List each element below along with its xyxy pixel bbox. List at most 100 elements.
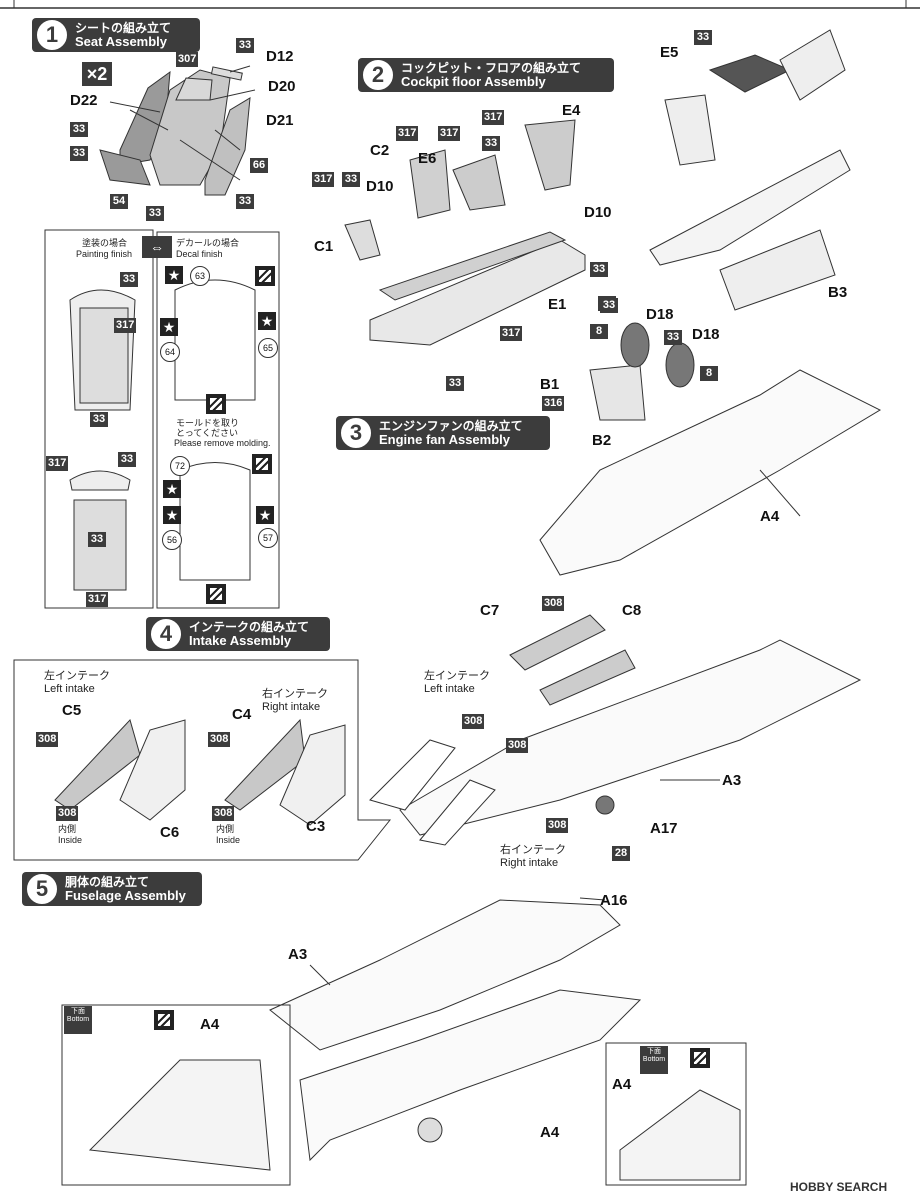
step-title-en: Cockpit floor Assembly (401, 74, 546, 89)
part-label: C3 (306, 818, 326, 835)
step-title-en: Seat Assembly (75, 34, 168, 49)
paint-code: 8 (590, 324, 608, 339)
step-number: 4 (149, 617, 183, 651)
part-label: C4 (232, 706, 252, 723)
star-decal-icon: ★ (160, 318, 178, 336)
star-decal-icon: ★ (258, 312, 276, 330)
paint-code: 33 (70, 146, 88, 161)
part-label: D21 (266, 112, 294, 129)
part-label: A4 (760, 508, 780, 525)
paint-code: 33 (88, 532, 106, 547)
right-intake-en: Right intake (262, 701, 321, 713)
step-title-en: Intake Assembly (189, 633, 292, 648)
paint-code: 308 (36, 732, 59, 747)
inside-label-jp: 内側 (58, 824, 77, 834)
paint-code: 28 (612, 846, 630, 861)
part-label: E1 (548, 296, 567, 313)
part-label: D12 (266, 48, 294, 65)
molding-note-jp: モールドを取り (176, 418, 240, 428)
step-3-header: 3 エンジンファンの組み立て Engine fan Assembly (336, 416, 550, 450)
star-decal-icon: ★ (256, 506, 274, 524)
step-title-en: Fuselage Assembly (65, 888, 186, 903)
decal-marker-icon (252, 454, 272, 474)
left-intake-jp: 左インテーク (44, 670, 110, 682)
part-label: A3 (288, 946, 308, 963)
paint-code: 33 (120, 272, 138, 287)
step-title-en: Engine fan Assembly (379, 432, 510, 447)
part-label: D10 (584, 204, 612, 221)
part-label: C6 (160, 824, 180, 841)
paint-code: 317 (438, 126, 461, 141)
paint-code: 317 (46, 456, 69, 471)
part-label: A4 (612, 1076, 632, 1093)
part-label: D10 (366, 178, 394, 195)
decal-number: 63 (190, 266, 210, 286)
step-number: 1 (35, 18, 69, 52)
paint-code: 54 (110, 194, 128, 209)
inside-label-en: Inside (216, 835, 241, 845)
part-label: B3 (828, 284, 848, 301)
painting-finish-jp: 塗装の場合 (82, 238, 128, 248)
left-intake-jp: 左インテーク (424, 670, 490, 682)
paint-code: 317 (396, 126, 419, 141)
inside-label-en: Inside (58, 835, 83, 845)
painting-finish-en: Painting finish (76, 249, 133, 259)
bottom-view-badge: 下面 Bottom (640, 1046, 668, 1074)
right-intake-jp: 右インテーク (500, 844, 566, 856)
right-intake-en: Right intake (500, 857, 559, 869)
paint-code: 317 (114, 318, 137, 333)
part-label: E6 (418, 150, 437, 167)
part-label: A16 (600, 892, 628, 909)
bottom-jp: 下面 (647, 1048, 661, 1055)
decal-finish-en: Decal finish (176, 249, 223, 259)
decal-marker-icon (206, 394, 226, 414)
decal-number: 65 (258, 338, 278, 358)
paint-code: 33 (236, 194, 254, 209)
paint-code: 33 (236, 38, 254, 53)
decal-number: 72 (170, 456, 190, 476)
paint-code: 33 (590, 262, 608, 277)
paint-code: 33 (342, 172, 360, 187)
paint-code: 33 (694, 30, 712, 45)
paint-code: 317 (500, 326, 523, 341)
paint-code: 307 (176, 52, 199, 67)
paint-code: 33 (482, 136, 500, 151)
swap-arrows-icon: ⇔ (142, 236, 172, 258)
step-title-jp: コックピット・フロアの組み立て (401, 61, 582, 75)
decal-marker-icon (206, 584, 226, 604)
paint-code: 33 (146, 206, 164, 221)
bottom-view-badge: 下面 Bottom (64, 1006, 92, 1034)
step-number: 3 (339, 416, 373, 450)
step-number: 2 (361, 58, 395, 92)
decal-marker-icon (690, 1048, 710, 1068)
paint-code: 8 (700, 366, 718, 381)
quantity-badge: ×2 (82, 62, 112, 86)
part-label: C8 (622, 602, 642, 619)
paint-code: 317 (482, 110, 505, 125)
right-intake-jp: 右インテーク (262, 688, 328, 700)
part-label: D18 (692, 326, 720, 343)
step-2-header: 2 コックピット・フロアの組み立て Cockpit floor Assembly (358, 58, 614, 92)
step-1-header: 1 シートの組み立て Seat Assembly (32, 18, 200, 52)
step-4-header: 4 インテークの組み立て Intake Assembly (146, 617, 330, 651)
star-decal-icon: ★ (163, 480, 181, 498)
decal-marker-icon (154, 1010, 174, 1030)
part-label: D22 (70, 92, 98, 109)
part-label: B2 (592, 432, 612, 449)
part-label: B1 (540, 376, 560, 393)
star-decal-icon: ★ (165, 266, 183, 284)
molding-note-en: Please remove molding. (174, 438, 271, 448)
paint-code: 308 (212, 806, 235, 821)
molding-note-jp-2: とってください (176, 428, 239, 438)
paint-code: 316 (542, 396, 565, 411)
part-label: D20 (268, 78, 296, 95)
paint-code: 308 (462, 714, 485, 729)
decal-finish-jp: デカールの場合 (176, 238, 240, 248)
paint-code: 33 (664, 330, 682, 345)
paint-code: 308 (56, 806, 79, 821)
paint-code: 308 (506, 738, 529, 753)
part-label: C2 (370, 142, 390, 159)
left-intake-en: Left intake (44, 683, 95, 695)
part-label: A4 (200, 1016, 220, 1033)
decal-number: 57 (258, 528, 278, 548)
